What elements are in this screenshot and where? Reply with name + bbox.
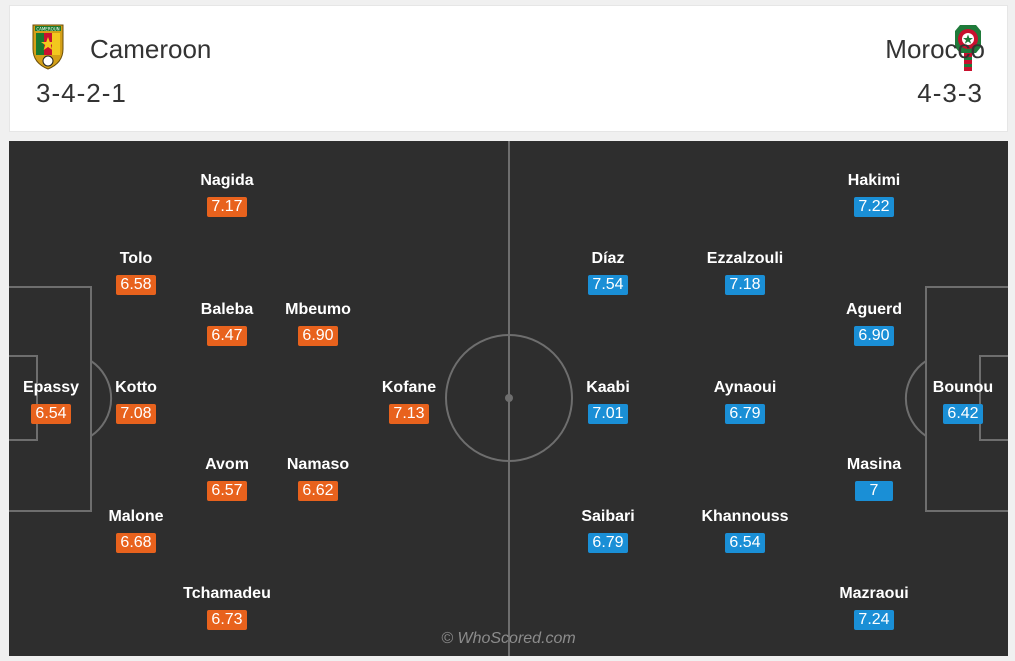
home-penalty-arc (90, 360, 113, 437)
cameroon-crest-text: CAMEROUN (36, 26, 59, 31)
player-name: Tchamadeu (183, 585, 271, 602)
center-circle (445, 334, 573, 462)
home-player[interactable]: Tolo 6.58 (76, 249, 196, 295)
away-penalty-arc (904, 360, 927, 437)
player-name: Ezzalzouli (706, 250, 784, 267)
player-rating: 6.54 (31, 404, 71, 424)
player-rating: 6.79 (588, 533, 628, 553)
player-rating: 7 (855, 481, 893, 501)
player-name: Kotto (115, 379, 157, 396)
away-player[interactable]: Bounou 6.42 (903, 378, 1008, 424)
away-team-name: Morocco (885, 34, 985, 64)
player-name: Aynaoui (713, 379, 777, 396)
player-name: Tolo (119, 250, 153, 267)
away-player[interactable]: Aynaoui 6.79 (685, 378, 805, 424)
player-rating: 6.58 (116, 275, 156, 295)
away-player[interactable]: Saibari 6.79 (548, 507, 668, 553)
home-player[interactable]: Malone 6.68 (76, 507, 196, 553)
player-name: Mbeumo (285, 301, 351, 318)
player-rating: 7.01 (588, 404, 628, 424)
home-player[interactable]: Kotto 7.08 (76, 378, 196, 424)
player-rating: 6.79 (725, 404, 765, 424)
home-team-name: Cameroon (90, 34, 212, 64)
away-player[interactable]: Hakimi 7.22 (814, 171, 934, 217)
away-player[interactable]: Aguerd 6.90 (814, 300, 934, 346)
away-player[interactable]: Mazraoui 7.24 (814, 584, 934, 630)
player-rating: 6.42 (943, 404, 983, 424)
player-name: Mazraoui (839, 585, 909, 602)
home-penalty-area (9, 286, 92, 512)
player-rating: 6.47 (207, 326, 247, 346)
player-rating: 7.22 (854, 197, 894, 217)
player-name: Kofane (381, 379, 437, 396)
player-name: Díaz (591, 250, 625, 267)
home-player[interactable]: Avom 6.57 (167, 455, 287, 501)
cameroon-crest-icon: CAMEROUN (32, 24, 64, 70)
pitch-markings (9, 141, 1008, 656)
player-rating: 6.57 (207, 481, 247, 501)
away-player[interactable]: Kaabi 7.01 (548, 378, 668, 424)
player-name: Masina (846, 456, 902, 473)
away-formation: 4-3-3 (917, 78, 983, 108)
pitch: Nagida 7.17 Tolo 6.58 Baleba 6.47 Mbeumo… (9, 141, 1008, 656)
morocco-crest-icon (955, 25, 981, 71)
away-player[interactable]: Díaz 7.54 (548, 249, 668, 295)
player-name: Nagida (200, 172, 254, 189)
player-name: Khannouss (701, 508, 789, 525)
player-rating: 7.18 (725, 275, 765, 295)
player-rating: 7.17 (207, 197, 247, 217)
home-player[interactable]: Tchamadeu 6.73 (167, 584, 287, 630)
away-goal-area (979, 355, 1008, 441)
player-rating: 6.90 (298, 326, 338, 346)
player-name: Malone (108, 508, 164, 525)
player-name: Avom (205, 456, 249, 473)
home-player[interactable]: Mbeumo 6.90 (258, 300, 378, 346)
player-rating: 7.13 (389, 404, 429, 424)
center-spot (505, 394, 513, 402)
player-rating: 7.08 (116, 404, 156, 424)
player-rating: 6.90 (854, 326, 894, 346)
away-penalty-area (925, 286, 1008, 512)
player-name: Bounou (932, 379, 994, 396)
away-player[interactable]: Masina 7 (814, 455, 934, 501)
player-name: Kaabi (586, 379, 630, 396)
away-player[interactable]: Khannouss 6.54 (685, 507, 805, 553)
player-rating: 6.68 (116, 533, 156, 553)
player-rating: 6.54 (725, 533, 765, 553)
home-player[interactable]: Kofane 7.13 (349, 378, 469, 424)
home-player[interactable]: Epassy 6.54 (9, 378, 111, 424)
player-name: Baleba (200, 301, 254, 318)
player-name: Hakimi (847, 172, 901, 189)
player-rating: 7.24 (854, 610, 894, 630)
home-formation: 3-4-2-1 (36, 78, 127, 108)
home-player[interactable]: Namaso 6.62 (258, 455, 378, 501)
player-rating: 7.54 (588, 275, 628, 295)
player-name: Namaso (286, 456, 350, 473)
watermark: © WhoScored.com (441, 630, 576, 647)
match-header: CAMEROUN Cameroon 3-4-2-1 Morocco 4-3-3 (9, 5, 1008, 132)
player-rating: 6.73 (207, 610, 247, 630)
player-rating: 6.62 (298, 481, 338, 501)
player-name: Saibari (581, 508, 635, 525)
player-name: Epassy (22, 379, 80, 396)
player-name: Aguerd (846, 301, 902, 318)
home-player[interactable]: Nagida 7.17 (167, 171, 287, 217)
away-player[interactable]: Ezzalzouli 7.18 (685, 249, 805, 295)
home-player[interactable]: Baleba 6.47 (167, 300, 287, 346)
home-goal-area (9, 355, 38, 441)
